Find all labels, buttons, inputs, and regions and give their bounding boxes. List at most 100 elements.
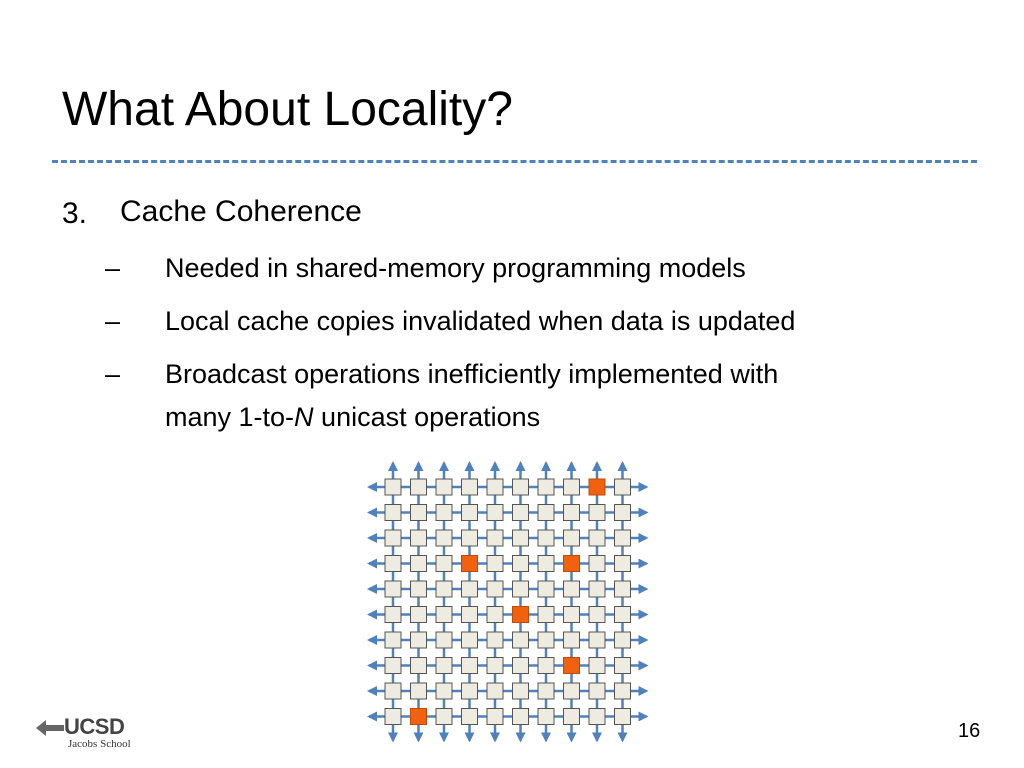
mesh-node (563, 708, 580, 725)
item-number: 3. (62, 197, 88, 230)
mesh-node-highlighted (512, 606, 529, 623)
mesh-node (435, 478, 453, 496)
mesh-node (384, 580, 402, 598)
mesh-node (563, 478, 580, 496)
mesh-node (410, 631, 427, 649)
mesh-node (461, 708, 478, 725)
mesh-node (537, 606, 555, 623)
mesh-node (410, 657, 427, 674)
mesh-node (563, 504, 580, 521)
mesh-node (537, 529, 555, 547)
mesh-node (435, 580, 453, 598)
mesh-node (384, 529, 402, 547)
mesh-node (614, 504, 631, 521)
mesh-node (512, 682, 529, 700)
mesh-node (461, 631, 478, 649)
mesh-node (461, 606, 478, 623)
mesh-node (614, 631, 631, 649)
mesh-node (512, 631, 529, 649)
mesh-node (410, 606, 427, 623)
mesh-node (563, 606, 580, 623)
mesh-node-highlighted (588, 478, 606, 496)
mesh-node (384, 682, 402, 700)
mesh-node (384, 504, 402, 521)
mesh-node (537, 682, 555, 700)
mesh-node (512, 504, 529, 521)
item-title: Cache Coherence (120, 195, 362, 228)
mesh-node (512, 478, 529, 496)
mesh-node (537, 657, 555, 674)
mesh-node (614, 478, 631, 496)
mesh-node (563, 529, 580, 547)
mesh-node (461, 580, 478, 598)
mesh-node (486, 555, 504, 572)
slide-number: 16 (958, 720, 981, 742)
mesh-node (512, 657, 529, 674)
mesh-node (410, 580, 427, 598)
mesh-node (384, 631, 402, 649)
mesh-node (588, 529, 606, 547)
mesh-node (537, 580, 555, 598)
mesh-node (614, 708, 631, 725)
mesh-node (435, 657, 453, 674)
mesh-node (461, 504, 478, 521)
mesh-node (588, 504, 606, 521)
mesh-node (461, 529, 478, 547)
mesh-node (588, 580, 606, 598)
title-divider (52, 160, 977, 163)
ucsd-logo: UCSD Jacobs School (36, 714, 146, 754)
mesh-node (486, 478, 504, 496)
mesh-node (588, 682, 606, 700)
mesh-node (486, 606, 504, 623)
bullet-marker: – (105, 359, 121, 389)
mesh-node-highlighted (563, 555, 580, 572)
mesh-node (563, 682, 580, 700)
mesh-node (435, 708, 453, 725)
mesh-node (435, 631, 453, 649)
mesh-node (512, 708, 529, 725)
mesh-node (461, 682, 478, 700)
mesh-node (512, 580, 529, 598)
mesh-node (384, 606, 402, 623)
mesh-node-highlighted (461, 555, 478, 572)
logo-name: UCSD (64, 714, 125, 739)
bullet-broadcast-line2: many 1-to-N unicast operations (165, 402, 541, 432)
bullet-marker: – (105, 306, 121, 336)
mesh-node (614, 580, 631, 598)
mesh-node (588, 708, 606, 725)
ucsd-logo-mark-icon (36, 720, 64, 736)
mesh-node (588, 631, 606, 649)
mesh-node (614, 657, 631, 674)
mesh-node (461, 478, 478, 496)
mesh-node-highlighted (563, 657, 580, 674)
mesh-node (537, 708, 555, 725)
mesh-node (537, 478, 555, 496)
mesh-node (410, 529, 427, 547)
mesh-node (614, 682, 631, 700)
mesh-node (486, 529, 504, 547)
mesh-node (614, 529, 631, 547)
mesh-node (384, 708, 402, 725)
mesh-node (435, 555, 453, 572)
mesh-node (588, 606, 606, 623)
mesh-node (435, 529, 453, 547)
mesh-node (486, 682, 504, 700)
bullet-broadcast: Broadcast operations inefficiently imple… (165, 359, 779, 389)
bullet-invalidated: Local cache copies invalidated when data… (165, 306, 796, 336)
mesh-node (563, 631, 580, 649)
mesh-node (410, 504, 427, 521)
mesh-node (537, 631, 555, 649)
mesh-node (486, 504, 504, 521)
mesh-node (537, 555, 555, 572)
mesh-node (588, 555, 606, 572)
mesh-node (410, 478, 427, 496)
emphasis-n: N (294, 402, 314, 432)
mesh-node (435, 504, 453, 521)
mesh-node (410, 682, 427, 700)
mesh-node (512, 529, 529, 547)
bullet-shared-memory: Needed in shared-memory programming mode… (165, 253, 746, 283)
mesh-node (537, 504, 555, 521)
mesh-node (588, 657, 606, 674)
bullet-marker: – (105, 253, 121, 283)
